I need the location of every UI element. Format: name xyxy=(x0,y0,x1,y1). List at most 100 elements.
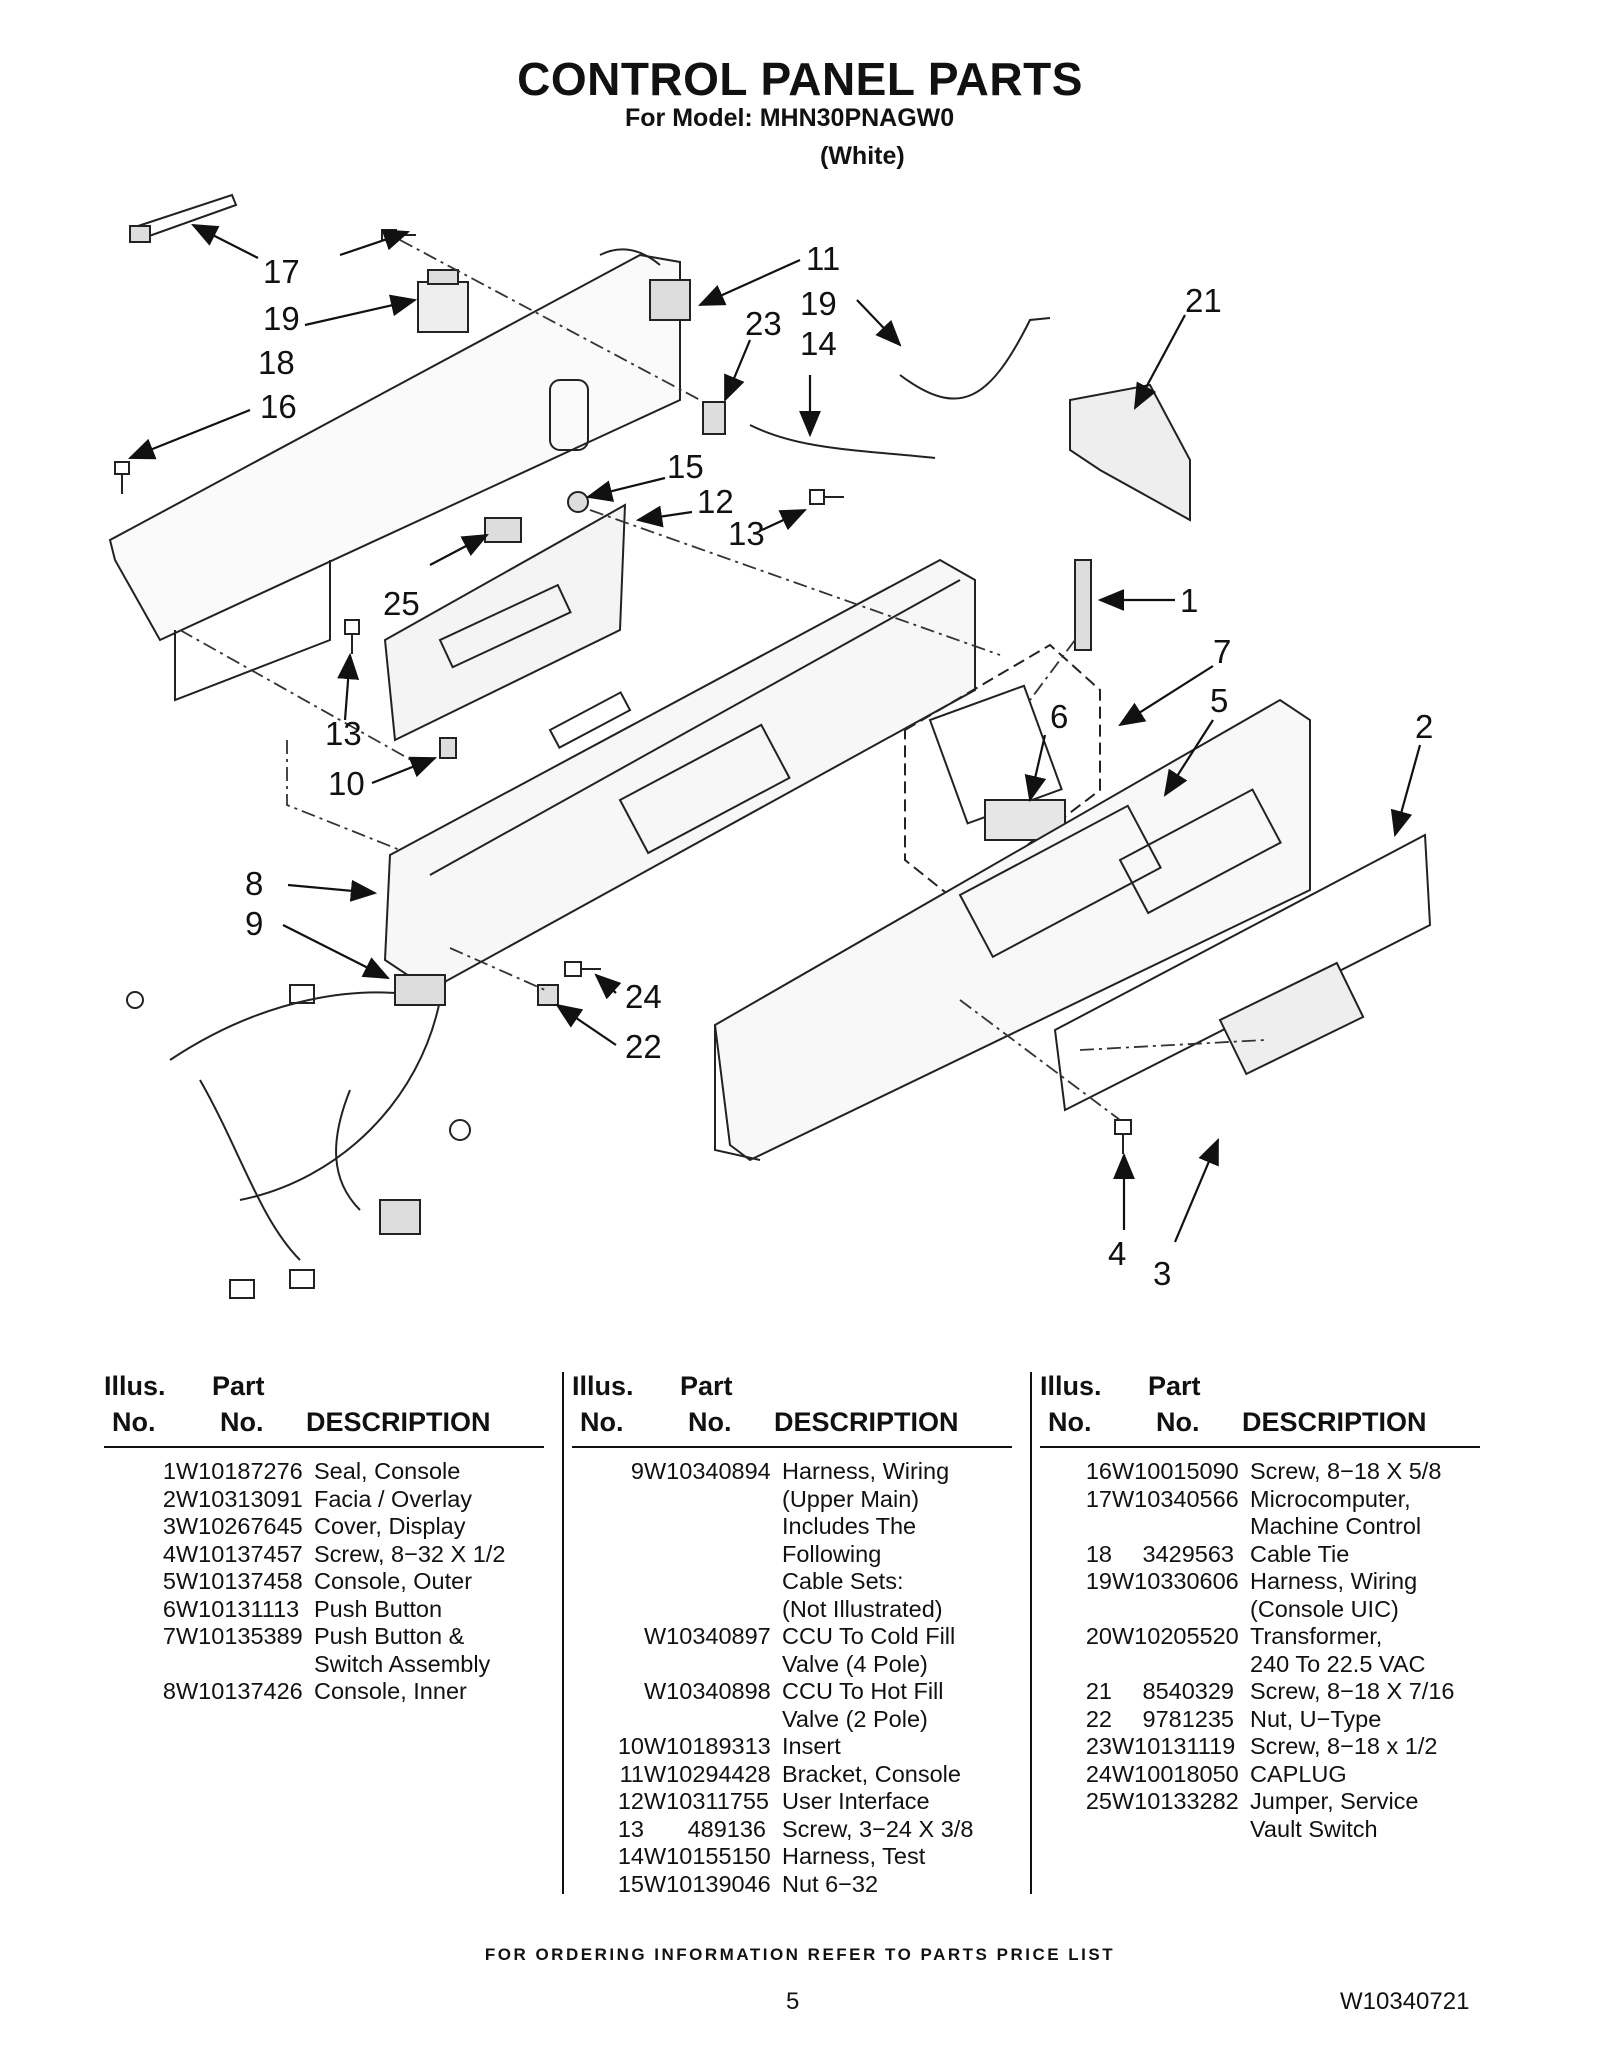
transformer-drawing xyxy=(417,269,469,333)
header-part: Part xyxy=(1148,1371,1201,1401)
part-description: Harness, Wiring xyxy=(1250,1568,1418,1594)
part-description: (Upper Main) xyxy=(782,1485,920,1512)
part-description: Screw, 8−18 x 1/2 xyxy=(1250,1733,1438,1759)
part-description: Screw, 3−24 X 3/8 xyxy=(782,1815,974,1842)
page-number: 5 xyxy=(786,1988,800,2015)
callout-21: 19 xyxy=(263,300,300,337)
illus-number: 23 xyxy=(1085,1733,1112,1759)
callout-24: 23 xyxy=(745,305,782,342)
illus-number: 17 xyxy=(1085,1485,1112,1512)
callout-9: 9 xyxy=(245,905,263,942)
part-number: W10340566 xyxy=(1112,1485,1239,1512)
header-part-no: No. xyxy=(1156,1407,1200,1437)
part-description: Cover, Display xyxy=(314,1513,466,1539)
part-description: Cable Sets: xyxy=(782,1568,904,1594)
illus-number: 4 xyxy=(162,1540,176,1567)
illus-number: 5 xyxy=(162,1568,176,1594)
table-row: Cable Sets: xyxy=(572,1568,1012,1596)
table-row: 240 To 22.5 VAC xyxy=(1040,1651,1480,1679)
ordering-note: FOR ORDERING INFORMATION REFER TO PARTS … xyxy=(484,1945,1116,1964)
part-number: W10340894 xyxy=(644,1458,771,1484)
document-number: W10340721 xyxy=(1340,1988,1470,2015)
illus-number: 22 xyxy=(1085,1705,1112,1732)
callout-17: 21 xyxy=(1185,282,1222,319)
part-description: Bracket, Console xyxy=(782,1760,961,1787)
part-number xyxy=(176,1651,308,1679)
header-description: DESCRIPTION xyxy=(306,1407,491,1437)
part-description: Nut 6−32 xyxy=(782,1870,879,1897)
header-part-no: No. xyxy=(220,1407,264,1437)
illus-number xyxy=(572,1706,644,1734)
illus-number xyxy=(1040,1651,1112,1679)
illus-number: 1 xyxy=(162,1458,176,1484)
part-description: Harness, Test xyxy=(782,1843,926,1869)
jumper-drawing xyxy=(484,517,522,543)
part-description: Seal, Console xyxy=(314,1458,461,1484)
part-description: (Console UIC) xyxy=(1250,1595,1399,1622)
exploded-parts-diagram: 17 19 18 16 11 19 23 14 21 15 12 13 25 1… xyxy=(108,193,1433,1299)
part-description: Valve (4 Pole) xyxy=(782,1650,928,1677)
part-number xyxy=(1112,1651,1244,1679)
callout-4: 4 xyxy=(1108,1235,1126,1272)
part-description: Nut, U−Type xyxy=(1250,1705,1382,1732)
header-no: No. xyxy=(112,1407,156,1437)
callout-18: 17 xyxy=(263,253,300,290)
part-description: Switch Assembly xyxy=(314,1650,491,1677)
table-header: Illus. No. Part No. DESCRIPTION xyxy=(104,1370,544,1448)
console-harness-drawing xyxy=(899,317,1051,400)
leader-arrows xyxy=(127,224,1422,1243)
model-color: (White) xyxy=(820,142,905,170)
part-number: W10133282 xyxy=(1112,1788,1239,1814)
part-number: W10330606 xyxy=(1112,1568,1239,1594)
callout-3: 3 xyxy=(1153,1255,1171,1292)
illus-number xyxy=(572,1596,644,1624)
illus-number: 18 xyxy=(1085,1540,1112,1567)
part-number xyxy=(644,1513,776,1541)
part-number: 3429563 xyxy=(1142,1540,1235,1567)
illus-number: 13 xyxy=(617,1815,644,1842)
part-description: Console, Outer xyxy=(314,1568,473,1594)
part-description: Console, Inner xyxy=(314,1678,467,1704)
header-description: DESCRIPTION xyxy=(774,1407,959,1437)
table-row: Switch Assembly xyxy=(104,1651,544,1679)
header-no: No. xyxy=(1048,1407,1092,1437)
header-illus: Illus. xyxy=(1040,1371,1102,1401)
part-number xyxy=(644,1568,776,1596)
illus-number: 11 xyxy=(619,1760,644,1787)
seal-drawing xyxy=(1074,559,1092,651)
header-no: No. xyxy=(580,1407,624,1437)
part-description: Screw, 8−32 X 1/2 xyxy=(314,1540,506,1567)
cable-tie-drawing xyxy=(129,193,238,243)
screw-16-drawing xyxy=(114,461,130,494)
alignment-lines xyxy=(179,239,1266,1121)
part-number xyxy=(644,1541,776,1569)
callout-12: 12 xyxy=(697,483,734,520)
part-number xyxy=(644,1706,776,1734)
part-description: Cable Tie xyxy=(1250,1540,1350,1567)
callout-19: 19 xyxy=(800,285,837,322)
illus-number xyxy=(1040,1816,1112,1844)
illus-number xyxy=(572,1486,644,1514)
part-description: (Not Illustrated) xyxy=(782,1595,943,1622)
part-description: Insert xyxy=(782,1733,841,1759)
part-description: Machine Control xyxy=(1250,1513,1422,1539)
screw-23-drawing xyxy=(564,961,601,977)
part-number: W10131119 xyxy=(1112,1733,1236,1759)
table-row: Valve (4 Pole) xyxy=(572,1651,1012,1679)
part-number xyxy=(644,1486,776,1514)
part-number: W10187276 xyxy=(176,1458,303,1484)
part-description: Vault Switch xyxy=(1250,1815,1378,1842)
header-illus: Illus. xyxy=(572,1371,634,1401)
